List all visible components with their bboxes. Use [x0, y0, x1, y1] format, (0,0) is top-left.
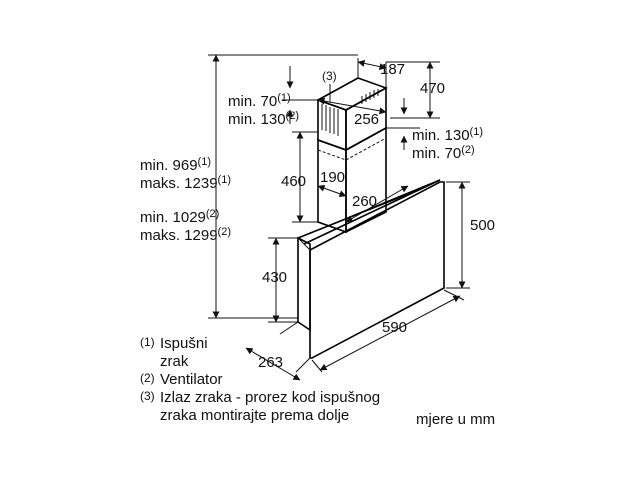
dim-500-label: 500	[470, 217, 495, 234]
legend: (1) Ispušni zrak (2) Ventilator (3) Izla…	[140, 335, 380, 424]
dim-470: 470	[386, 61, 445, 119]
label-min130-left: min. 130(2)	[228, 110, 299, 128]
dim-263: 263	[245, 321, 311, 381]
dim-overall-height	[208, 54, 358, 319]
dim-460-label: 460	[281, 173, 306, 190]
callout-3: (3)	[322, 69, 337, 83]
dim-263-label: 263	[258, 354, 283, 371]
label-maks1239: maks. 1239(1)	[140, 174, 231, 192]
dim-min-gap-right	[386, 98, 420, 150]
legend-item1-num: (1)	[140, 335, 155, 349]
dim-470-label: 470	[420, 80, 445, 97]
unit-note: mjere u mm	[416, 411, 495, 428]
hood-body-left	[297, 236, 311, 332]
dim-590: 590	[311, 289, 465, 373]
label-maks1299: maks. 1299(2)	[140, 226, 231, 244]
lower-chimney	[317, 138, 347, 234]
label-min1029: min. 1029(2)	[140, 208, 219, 226]
dim-460: 460	[281, 131, 318, 223]
legend-item1-line2: zrak	[160, 353, 189, 370]
label-min70-right: min. 70(2)	[412, 144, 475, 162]
legend-item3-line1: Izlaz zraka - prorez kod ispušnog	[160, 389, 380, 406]
legend-item3-line2: zraka montirajte prema dolje	[160, 407, 349, 424]
legend-item2-text: Ventilator	[160, 371, 223, 388]
label-min70-left: min. 70(1)	[228, 92, 291, 110]
dim-190: 190	[317, 169, 347, 198]
legend-item2-num: (2)	[140, 371, 155, 385]
dim-430-label: 430	[262, 269, 287, 286]
label-min130-right: min. 130(1)	[412, 126, 483, 144]
legend-item1-line1: Ispušni	[160, 335, 208, 352]
dim-430: 430	[262, 237, 298, 323]
dim-260-label: 260	[352, 193, 377, 210]
dim-500: 500	[446, 181, 495, 289]
dim-260: 260	[345, 185, 409, 223]
dim-256: 256	[317, 97, 387, 128]
dim-187-label: 187	[380, 61, 405, 78]
dim-190-label: 190	[320, 169, 345, 186]
label-min969: min. 969(1)	[140, 156, 211, 174]
dim-187: 187	[357, 58, 405, 88]
legend-item3-num: (3)	[140, 389, 155, 403]
dim-min-gap-left	[282, 66, 318, 124]
dim-256-label: 256	[354, 111, 379, 128]
dim-590-label: 590	[382, 319, 407, 336]
